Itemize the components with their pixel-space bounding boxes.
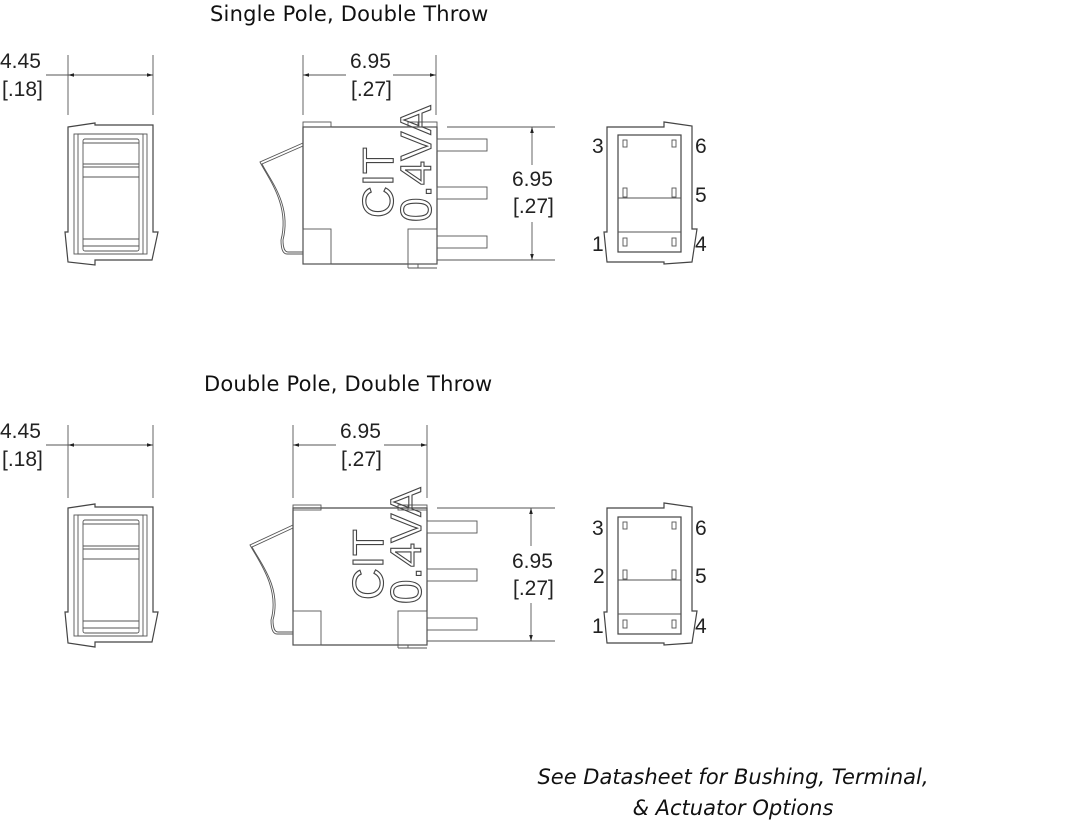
dpdt-title: Double Pole, Double Throw xyxy=(204,372,493,396)
footnote-line-2: & Actuator Options xyxy=(632,796,834,820)
datasheet-footnote: See Datasheet for Bushing, Terminal, & A… xyxy=(503,762,963,824)
footnote-line-1: See Datasheet for Bushing, Terminal, xyxy=(537,765,929,789)
spdt-side-width-inch: [.27] xyxy=(351,78,392,101)
spdt-pin-5: 5 xyxy=(695,184,707,207)
spdt-title: Single Pole, Double Throw xyxy=(210,2,489,26)
spdt-height-mm: 6.95 xyxy=(512,168,553,191)
dpdt-pin-2: 2 xyxy=(593,565,605,588)
spdt-drawing: 4.45 [.18] 6.95 [.27] xyxy=(0,50,707,269)
dpdt-height-mm: 6.95 xyxy=(512,550,553,573)
spdt-end-view: 4.45 [.18] xyxy=(0,50,159,266)
dpdt-body-mark-line2: 0.4VA xyxy=(382,487,431,604)
dpdt-drawing: 4.45 [.18] 6.95 [.27] xyxy=(0,420,707,649)
dpdt-height-inch: [.27] xyxy=(513,577,554,600)
dpdt-end-width-mm: 4.45 xyxy=(0,420,41,443)
dpdt-side-width-inch: [.27] xyxy=(341,448,382,471)
dpdt-pin-4: 4 xyxy=(695,615,707,638)
spdt-pin-4: 4 xyxy=(695,233,707,256)
spdt-body-mark-line2: 0.4VA xyxy=(392,105,441,222)
dpdt-pin-5: 5 xyxy=(695,565,707,588)
spdt-end-width-mm: 4.45 xyxy=(0,50,41,73)
dpdt-pin-6: 6 xyxy=(695,517,707,540)
spdt-pin-3: 3 xyxy=(592,135,604,158)
dpdt-body-mark-line1: CIT xyxy=(344,529,393,600)
dpdt-pin-1: 1 xyxy=(592,615,604,638)
dpdt-side-view: 6.95 [.27] CIT 0.4VA xyxy=(249,420,555,649)
dpdt-end-view: 4.45 [.18] xyxy=(0,420,159,648)
spdt-body-mark-line1: CIT xyxy=(354,147,403,218)
dpdt-pin-3: 3 xyxy=(592,517,604,540)
spdt-pin-1: 1 xyxy=(592,233,604,256)
spdt-height-inch: [.27] xyxy=(513,195,554,218)
spdt-side-width-mm: 6.95 xyxy=(350,50,391,73)
spdt-side-view: 6.95 [.27] CIT 0.4VA xyxy=(259,50,555,269)
dpdt-end-width-inch: [.18] xyxy=(2,448,43,471)
spdt-pin-view: 3 6 5 1 4 xyxy=(592,121,707,265)
spdt-end-width-inch: [.18] xyxy=(2,78,43,101)
spdt-pin-6: 6 xyxy=(695,135,707,158)
dpdt-pin-view: 3 6 2 5 1 4 xyxy=(592,502,707,646)
dpdt-side-width-mm: 6.95 xyxy=(340,420,381,443)
